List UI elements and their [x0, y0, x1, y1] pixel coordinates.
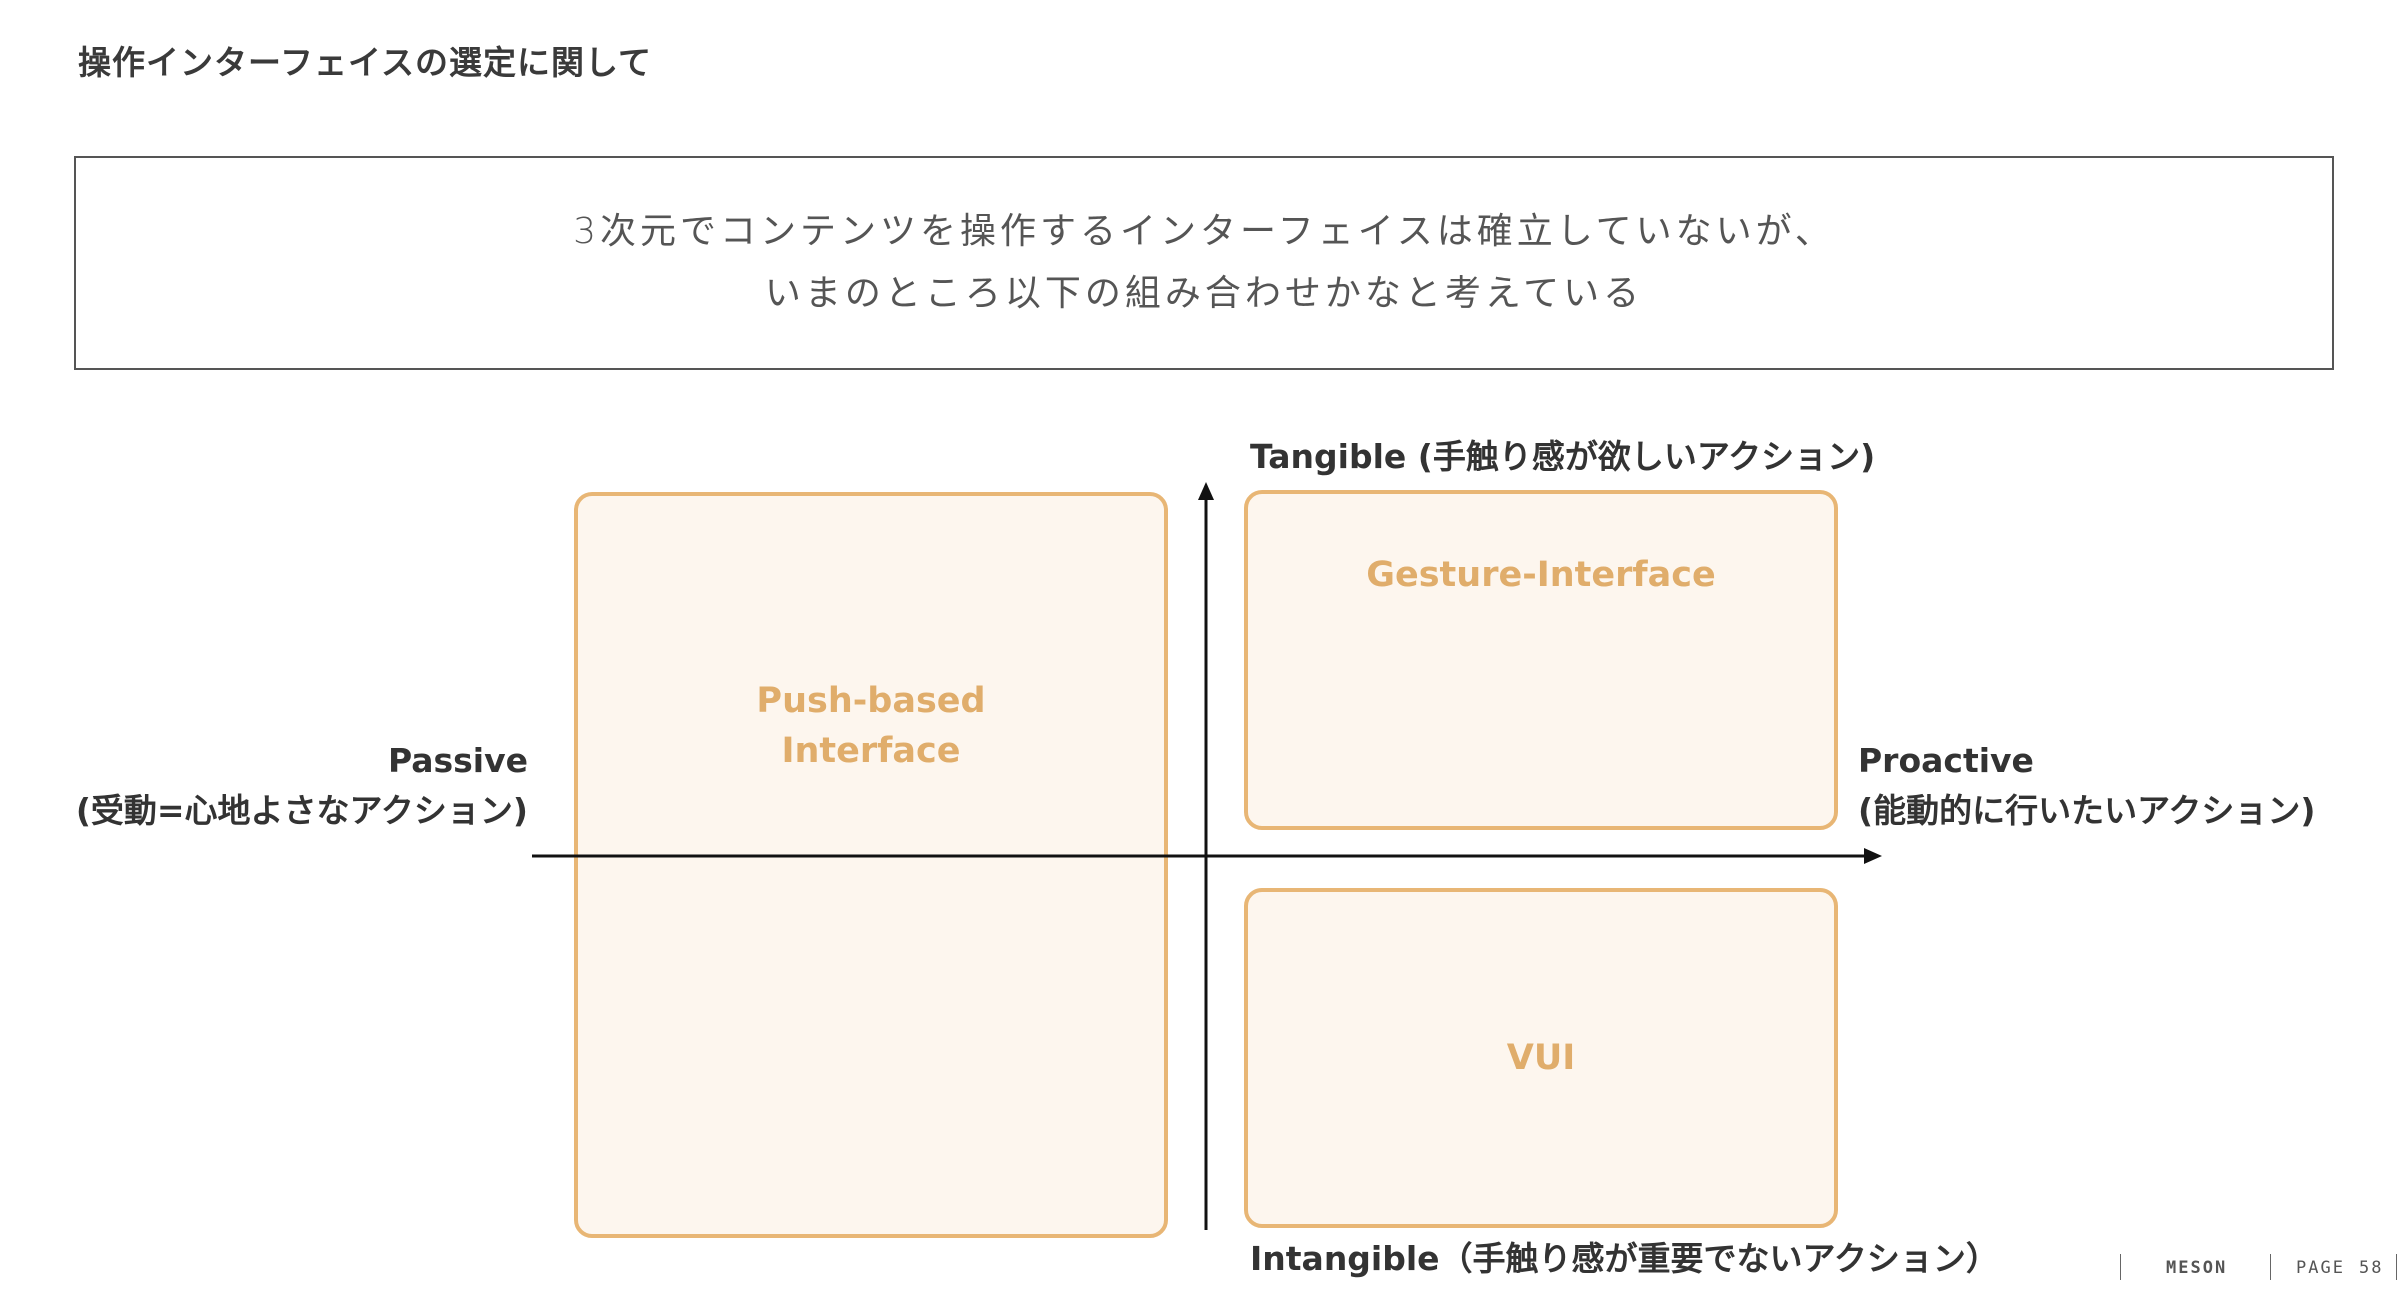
axis-label-intangible: Intangible（手触り感が重要でないアクション） [1250, 1239, 1999, 1278]
axis-label-tangible: Tangible (手触り感が欲しいアクション) [1250, 437, 1876, 476]
push-based-interface-box: Push-based Interface [574, 492, 1168, 1238]
page-title: 操作インターフェイスの選定に関して [78, 43, 653, 82]
gesture-interface-label: Gesture-Interface [1366, 555, 1716, 595]
footer-brand: MESON [2166, 1258, 2228, 1278]
push-based-interface-label: Push-based Interface [756, 681, 986, 771]
summary-line-2: いまのところ以下の組み合わせかなと考えている [764, 273, 1644, 314]
summary-box: 3次元でコンテンツを操作するインターフェイスは確立していないが、 いまのところ以… [74, 156, 2334, 370]
footer-divider-3 [2396, 1254, 2397, 1280]
footer-divider-2 [2270, 1254, 2271, 1280]
footer-page-number: 58 [2358, 1258, 2384, 1278]
axis-label-passive: Passive (受動=心地よさなアクション) [75, 741, 528, 830]
vertical-axis-arrowhead [1198, 482, 1214, 500]
vui-box: VUI [1244, 888, 1838, 1228]
footer-page-label: PAGE [2296, 1258, 2345, 1278]
axis-label-proactive: Proactive (能動的に行いたいアクション) [1858, 741, 2316, 830]
summary-line-1: 3次元でコンテンツを操作するインターフェイスは確立していないが、 [573, 211, 1835, 252]
horizontal-axis-arrowhead [1864, 848, 1882, 864]
footer-divider-1 [2120, 1254, 2121, 1280]
gesture-interface-box: Gesture-Interface [1244, 490, 1838, 830]
footer-page: PAGE 58 [2296, 1254, 2383, 1282]
vui-label: VUI [1506, 1038, 1576, 1078]
